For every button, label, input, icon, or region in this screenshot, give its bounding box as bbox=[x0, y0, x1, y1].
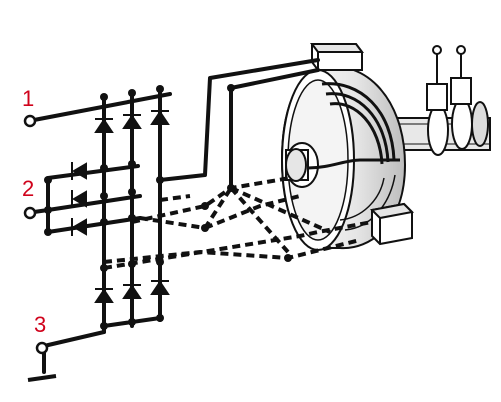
bottom-terminal-box bbox=[369, 202, 415, 246]
diode-icon bbox=[71, 162, 87, 180]
diode-upper-row bbox=[94, 110, 170, 133]
terminal-3-wire bbox=[42, 330, 106, 348]
diode-icon bbox=[71, 190, 87, 208]
diode-icon bbox=[122, 284, 142, 299]
ground-icon bbox=[27, 374, 57, 382]
dashed-wires bbox=[103, 176, 373, 270]
diode-icon bbox=[150, 110, 170, 125]
diode-icon bbox=[150, 280, 170, 295]
diode-middle-row bbox=[71, 162, 87, 236]
wire-to-stator bbox=[229, 68, 320, 90]
terminal-1-icon bbox=[23, 114, 37, 128]
junction-dots bbox=[44, 84, 292, 330]
diode-icon bbox=[94, 288, 114, 303]
terminal-2-label: 2 bbox=[22, 176, 35, 201]
terminal-3-icon bbox=[35, 341, 49, 355]
terminal-1-label: 1 bbox=[22, 86, 35, 111]
diode-icon bbox=[71, 218, 87, 236]
top-terminal-box bbox=[310, 43, 364, 71]
solid-wires bbox=[32, 58, 320, 374]
slip-ring-icon bbox=[427, 98, 489, 156]
terminal-2-icon bbox=[23, 206, 37, 220]
diode-lower-row bbox=[94, 280, 170, 303]
terminal-icons bbox=[23, 114, 49, 355]
terminal-3-label: 3 bbox=[34, 312, 47, 337]
wire-to-top-box bbox=[158, 58, 320, 182]
diode-icon bbox=[122, 114, 142, 129]
diode-icon bbox=[94, 118, 114, 133]
brush-icon bbox=[426, 45, 472, 111]
alternator-icon bbox=[280, 43, 491, 251]
